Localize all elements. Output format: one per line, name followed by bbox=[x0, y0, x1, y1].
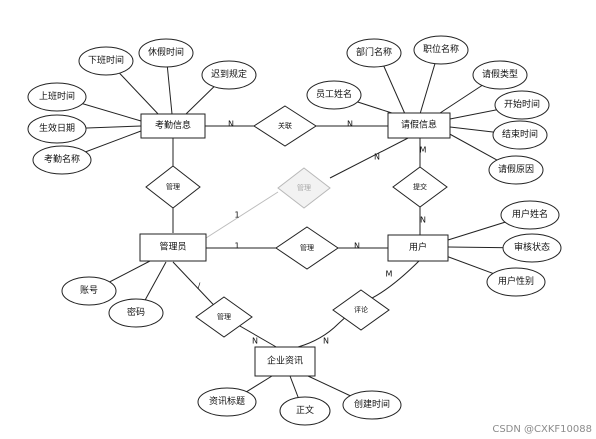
card-admin-mn: / bbox=[198, 282, 201, 291]
card-leave-submit: M bbox=[420, 146, 427, 155]
rel-manage-attendance: 管理 bbox=[145, 165, 201, 209]
attr-audit-status: 审核状态 bbox=[502, 233, 562, 263]
cardinality-markers: N N N 1 M N 1 N / N M N bbox=[198, 120, 427, 346]
attr-leave-reason-label: 请假原因 bbox=[498, 163, 534, 175]
rel-manage-news-label: 管理 bbox=[217, 312, 231, 321]
entity-admin-label: 管理员 bbox=[159, 241, 186, 253]
attr-account: 账号 bbox=[61, 276, 117, 306]
rel-submit: 提交 bbox=[392, 166, 448, 208]
attr-leave-reason: 请假原因 bbox=[488, 155, 544, 185]
rel-assoc: 关联 bbox=[253, 105, 317, 147]
rel-comment: 评论 bbox=[332, 289, 390, 331]
entity-leave-label: 请假信息 bbox=[401, 119, 437, 131]
watermark: CSDN @CXKF10088 bbox=[492, 424, 592, 435]
attr-body-text: 正文 bbox=[279, 396, 331, 426]
attr-emp-name: 员工姓名 bbox=[306, 80, 362, 110]
rel-manage-user-label: 管理 bbox=[300, 243, 314, 252]
attr-password-label: 密码 bbox=[127, 306, 145, 318]
rel-comment-label: 评论 bbox=[354, 305, 368, 314]
attr-body-text-label: 正文 bbox=[296, 404, 314, 416]
entity-user-label: 用户 bbox=[409, 241, 427, 253]
attr-news-title-label: 资讯标题 bbox=[209, 395, 245, 407]
attr-start-time-label: 开始时间 bbox=[504, 98, 540, 110]
attr-off-time: 下班时间 bbox=[78, 46, 134, 76]
attr-leave-type-label: 请假类型 bbox=[482, 68, 518, 80]
entity-attendance: 考勤信息 bbox=[140, 113, 206, 139]
entity-news: 企业资讯 bbox=[254, 346, 316, 377]
attr-late-rule-label: 迟到规定 bbox=[211, 68, 247, 80]
attr-audit-status-label: 审核状态 bbox=[514, 241, 550, 253]
attr-dept-name: 部门名称 bbox=[346, 38, 402, 68]
rel-manage-attendance-label: 管理 bbox=[166, 182, 180, 191]
rel-manage-news: 管理 bbox=[195, 296, 253, 338]
attr-att-name: 考勤名称 bbox=[32, 145, 92, 175]
card-leave-mgr: N bbox=[374, 153, 380, 162]
attr-att-name-label: 考勤名称 bbox=[44, 153, 80, 165]
entity-user: 用户 bbox=[387, 234, 449, 262]
rel-submit-label: 提交 bbox=[413, 182, 427, 191]
line-admin-manage-leave bbox=[205, 191, 279, 239]
card-submit-user: N bbox=[420, 216, 426, 225]
attr-end-time-label: 结束时间 bbox=[502, 128, 538, 140]
attr-post-name-label: 职位名称 bbox=[423, 43, 459, 55]
attr-dept-name-label: 部门名称 bbox=[356, 46, 392, 58]
attr-user-gender: 用户性别 bbox=[486, 267, 546, 297]
rel-manage-leave-label: 管理 bbox=[297, 183, 311, 192]
entity-attendance-label: 考勤信息 bbox=[155, 119, 191, 131]
entity-news-label: 企业资讯 bbox=[267, 355, 303, 367]
attr-rest-time-label: 休假时间 bbox=[148, 46, 184, 58]
attr-on-time-label: 上班时间 bbox=[39, 90, 75, 102]
attr-start-time: 开始时间 bbox=[494, 90, 550, 120]
attr-created-time: 创建时间 bbox=[342, 390, 402, 420]
attr-on-time: 上班时间 bbox=[27, 82, 87, 112]
entity-leave: 请假信息 bbox=[387, 112, 451, 139]
attr-account-label: 账号 bbox=[80, 285, 98, 296]
attr-late-rule: 迟到规定 bbox=[201, 60, 257, 90]
attr-issue-date: 生效日期 bbox=[27, 114, 87, 144]
entity-admin: 管理员 bbox=[139, 233, 207, 262]
card-cm-news: N bbox=[323, 337, 329, 346]
attr-off-time-label: 下班时间 bbox=[88, 54, 124, 66]
rel-manage-leave: 管理 bbox=[277, 167, 331, 209]
card-att-assoc: N bbox=[228, 120, 234, 129]
attr-user-name-label: 用户姓名 bbox=[512, 208, 548, 220]
card-admin-mgr: 1 bbox=[234, 211, 239, 220]
line-manage-leave-link bbox=[329, 135, 413, 179]
card-mn-news: N bbox=[252, 337, 258, 346]
attr-news-title: 资讯标题 bbox=[197, 387, 257, 417]
attr-leave-type: 请假类型 bbox=[472, 60, 528, 90]
attr-issue-date-label: 生效日期 bbox=[39, 122, 75, 134]
attr-user-gender-label: 用户性别 bbox=[498, 275, 534, 287]
attr-end-time: 结束时间 bbox=[492, 120, 548, 150]
attr-post-name: 职位名称 bbox=[413, 35, 469, 65]
card-user-cm: M bbox=[386, 270, 393, 279]
attr-user-name: 用户姓名 bbox=[500, 200, 560, 230]
attr-password: 密码 bbox=[108, 298, 164, 328]
card-mu-user: N bbox=[354, 242, 360, 251]
card-admin-mu: 1 bbox=[234, 242, 239, 251]
attr-rest-time: 休假时间 bbox=[138, 38, 194, 68]
rel-assoc-label: 关联 bbox=[278, 121, 292, 130]
attr-emp-name-label: 员工姓名 bbox=[316, 88, 352, 100]
rel-manage-user: 管理 bbox=[275, 226, 339, 270]
card-assoc-leave: N bbox=[347, 120, 353, 129]
attr-created-time-label: 创建时间 bbox=[354, 398, 390, 410]
